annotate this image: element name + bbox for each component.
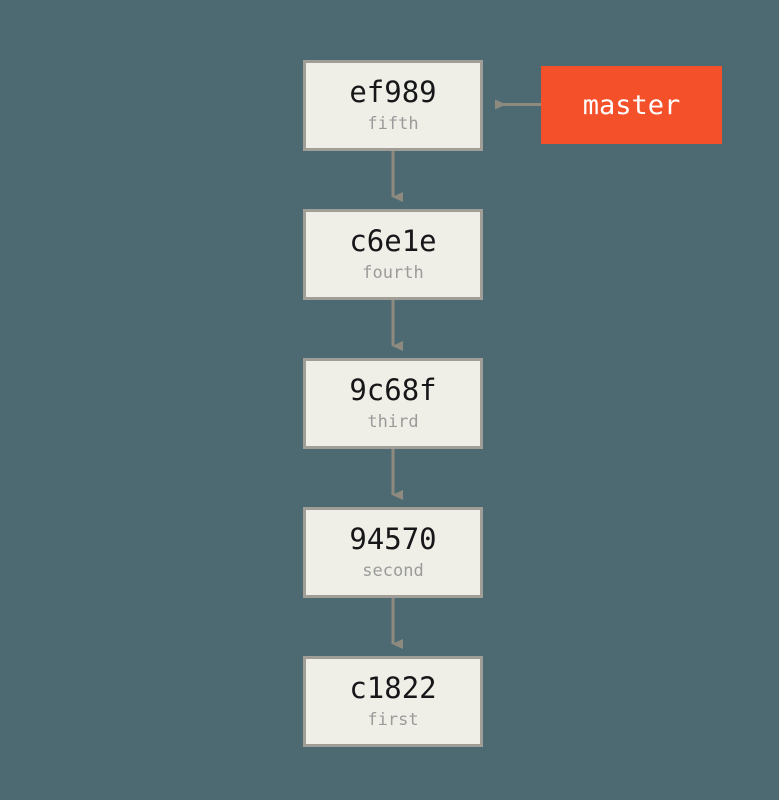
- commit-node-c1822[interactable]: c1822 first: [303, 656, 483, 747]
- commit-message: first: [367, 709, 419, 730]
- commit-hash: ef989: [349, 75, 437, 110]
- commit-message: third: [367, 411, 419, 432]
- branch-ref-master[interactable]: master: [541, 66, 722, 144]
- commit-node-c6e1e[interactable]: c6e1e fourth: [303, 209, 483, 300]
- branch-ref-label: master: [582, 89, 681, 121]
- commit-node-ef989[interactable]: ef989 fifth: [303, 60, 483, 151]
- commit-node-94570[interactable]: 94570 second: [303, 507, 483, 598]
- commit-message: fifth: [367, 113, 419, 134]
- commit-hash: c6e1e: [349, 224, 437, 259]
- commit-node-9c68f[interactable]: 9c68f third: [303, 358, 483, 449]
- commit-hash: 94570: [349, 522, 437, 557]
- commit-message: fourth: [362, 262, 424, 283]
- commit-hash: 9c68f: [349, 373, 437, 408]
- commit-message: second: [362, 560, 424, 581]
- commit-hash: c1822: [349, 671, 437, 706]
